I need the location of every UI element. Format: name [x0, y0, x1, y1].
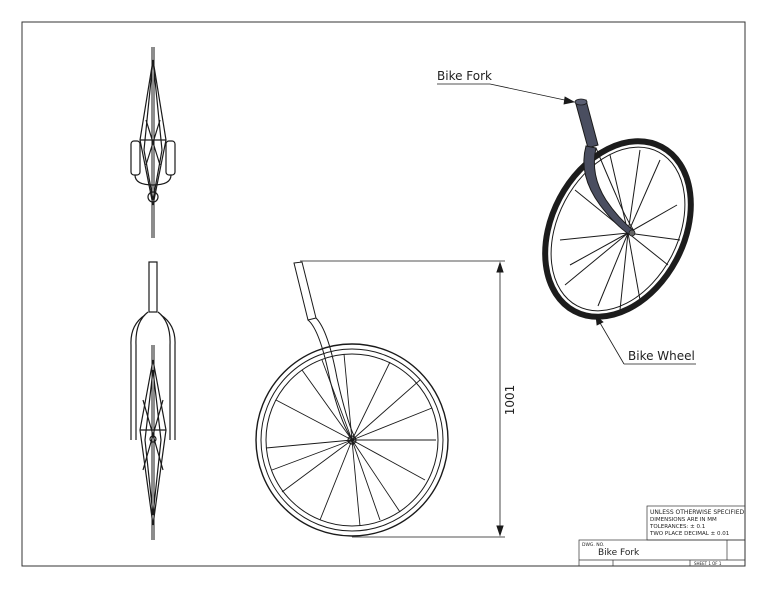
tolerance-note-1: UNLESS OTHERWISE SPECIFIED: [650, 509, 746, 516]
side-wheel-tire-inner [260, 348, 444, 532]
iso-fork-blades [583, 145, 635, 236]
front-view [130, 261, 176, 540]
top-view [130, 47, 176, 238]
callout-bike-wheel: Bike Wheel [628, 349, 695, 363]
sheet-number: SHEET 1 OF 1 [694, 561, 722, 566]
side-fork-steerer [293, 261, 317, 321]
iso-wheel-tire [542, 138, 694, 320]
drawing-title: Bike Fork [598, 548, 640, 558]
side-wheel-spokes [265, 353, 436, 527]
side-view [255, 260, 505, 538]
tolerance-note-4: TWO PLACE DECIMAL ± 0.01 [649, 531, 729, 537]
title-block [578, 505, 746, 567]
iso-fork-steerer [575, 99, 599, 149]
callout-leaders [437, 83, 696, 365]
side-fork-blade [307, 319, 351, 437]
tolerance-note-3: TOLERANCES: ± 0.1 [649, 524, 705, 530]
tolerance-note-2: DIMENSIONS ARE IN MM [650, 517, 717, 523]
side-wheel-tire-outer [255, 343, 449, 537]
isometric-view [542, 98, 694, 320]
sheet-border [21, 21, 746, 567]
callout-bike-fork: Bike Fork [437, 69, 492, 83]
dimension-value: 1001 [503, 385, 517, 416]
dwg-no-label: DWG. NO. [582, 542, 604, 548]
